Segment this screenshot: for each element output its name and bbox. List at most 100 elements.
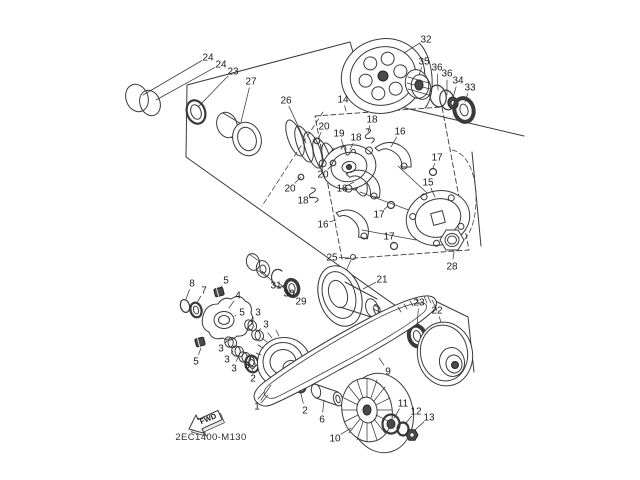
part-label-18: 18 bbox=[297, 196, 309, 207]
leader-line-34 bbox=[452, 86, 457, 99]
circlip-24 bbox=[125, 83, 161, 117]
bushing-31 bbox=[245, 253, 271, 278]
leader-line-13 bbox=[414, 421, 425, 431]
part-label-4: 4 bbox=[235, 291, 241, 302]
part-label-25: 25 bbox=[326, 253, 338, 264]
housing-ghost-outline bbox=[450, 149, 477, 250]
leader-line-18 bbox=[367, 125, 371, 133]
leader-line-26 bbox=[288, 105, 307, 144]
part-label-34: 34 bbox=[452, 76, 464, 87]
leader-line-3 bbox=[230, 350, 234, 354]
nut-13 bbox=[405, 429, 419, 441]
leader-line-10 bbox=[340, 427, 352, 435]
part-label-16: 16 bbox=[336, 184, 348, 195]
leader-line-3 bbox=[257, 328, 262, 332]
leader-line-30 bbox=[278, 282, 285, 289]
part-label-2: 2 bbox=[302, 406, 308, 417]
part-label-8: 8 bbox=[189, 279, 195, 290]
leader-line-3 bbox=[236, 356, 239, 362]
v-belt-9 bbox=[253, 295, 438, 407]
part-label-29: 29 bbox=[295, 297, 307, 308]
leader-line-6 bbox=[322, 399, 325, 413]
fwd-arrow-icon: FWD bbox=[188, 410, 225, 437]
leader-line-17 bbox=[392, 241, 394, 244]
part-label-11: 11 bbox=[398, 399, 409, 410]
part-label-33: 33 bbox=[464, 83, 476, 94]
part-label-2: 2 bbox=[250, 374, 256, 385]
part-label-27: 27 bbox=[245, 77, 257, 88]
leader-line-24 bbox=[155, 67, 216, 101]
o-ring-8 bbox=[179, 299, 191, 313]
leader-line-17 bbox=[383, 205, 389, 210]
leader-line-33 bbox=[464, 93, 469, 103]
bearing-33 bbox=[452, 96, 476, 124]
part-label-36: 36 bbox=[441, 69, 453, 80]
rear-sheave-22 bbox=[416, 321, 474, 387]
part-label-3: 3 bbox=[263, 320, 269, 331]
leader-line-16 bbox=[390, 136, 397, 148]
spacer-6 bbox=[310, 383, 344, 407]
flange-nut-28 bbox=[439, 229, 465, 251]
part-label-3: 3 bbox=[218, 344, 224, 355]
stud-bolts bbox=[359, 165, 428, 241]
assembly-box-14 bbox=[261, 106, 470, 260]
part-label-18: 18 bbox=[350, 133, 362, 144]
part-label-10: 10 bbox=[329, 434, 341, 445]
part-label-23: 23 bbox=[413, 298, 425, 309]
part-label-15: 15 bbox=[422, 178, 434, 189]
clutch-carrier-15 bbox=[405, 190, 471, 247]
part-label-16: 16 bbox=[394, 127, 406, 138]
part-label-3: 3 bbox=[244, 361, 250, 372]
part-label-20: 20 bbox=[317, 170, 329, 181]
part-label-7: 7 bbox=[201, 286, 207, 297]
spring-seat-27 bbox=[216, 111, 262, 157]
part-label-18: 18 bbox=[366, 115, 378, 126]
leader-line-28 bbox=[452, 251, 455, 260]
circlip-30 bbox=[270, 268, 285, 288]
part-label-3: 3 bbox=[231, 364, 237, 375]
leader-line-18 bbox=[349, 143, 354, 151]
leader-line-27 bbox=[240, 87, 250, 123]
leader-line-16 bbox=[347, 181, 355, 186]
leader-line-20 bbox=[294, 176, 302, 184]
leader-line-5 bbox=[219, 285, 223, 290]
leader-line-22 bbox=[438, 316, 442, 323]
part-label-6: 6 bbox=[319, 415, 325, 426]
part-label-17: 17 bbox=[431, 153, 443, 164]
leader-line-11 bbox=[393, 408, 400, 419]
part-label-3: 3 bbox=[224, 355, 230, 366]
part-label-14: 14 bbox=[337, 95, 349, 106]
leader-line-2 bbox=[299, 389, 304, 404]
part-label-12: 12 bbox=[410, 407, 422, 418]
panel-outline-left bbox=[185, 41, 411, 317]
part-label-1: 1 bbox=[254, 402, 260, 413]
part-label-21: 21 bbox=[376, 275, 388, 286]
part-label-31: 31 bbox=[270, 281, 282, 292]
leader-line-1 bbox=[260, 384, 272, 401]
clutch-boss-35 bbox=[404, 69, 432, 100]
part-label-17: 17 bbox=[383, 232, 395, 243]
part-label-5: 5 bbox=[193, 357, 199, 368]
part-label-20: 20 bbox=[284, 184, 296, 195]
leader-line-21 bbox=[362, 281, 377, 290]
part-label-24: 24 bbox=[215, 60, 227, 71]
part-label-28: 28 bbox=[446, 262, 458, 273]
part-label-36: 36 bbox=[431, 63, 443, 74]
nut-17 bbox=[386, 167, 438, 251]
leader-line-18 bbox=[309, 196, 314, 199]
part-label-20: 20 bbox=[318, 122, 330, 133]
leader-line-4 bbox=[228, 300, 235, 309]
part-label-24: 24 bbox=[202, 53, 214, 64]
part-label-5: 5 bbox=[239, 308, 245, 319]
fixed-sheave-10 bbox=[341, 372, 414, 454]
leader-line-31 bbox=[261, 270, 272, 281]
leader-line-15 bbox=[430, 187, 436, 198]
leader-line-14 bbox=[344, 105, 347, 112]
leader-line-16 bbox=[329, 219, 337, 223]
leader-line-32 bbox=[403, 42, 421, 54]
part-label-3: 3 bbox=[255, 308, 261, 319]
leader-line-5 bbox=[234, 315, 237, 317]
